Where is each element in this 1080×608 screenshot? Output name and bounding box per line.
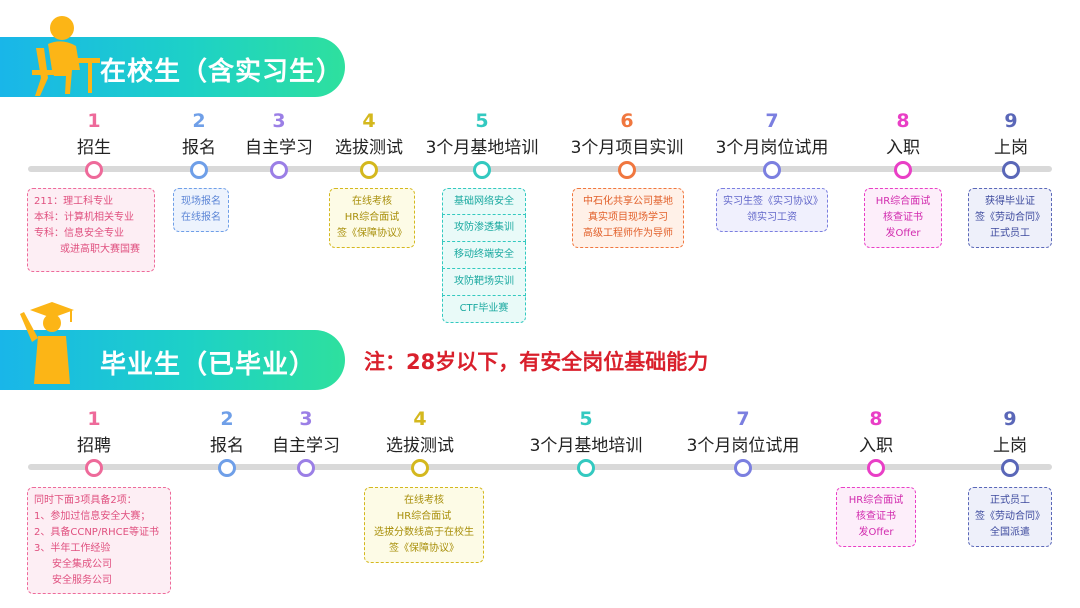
step-dot [577, 459, 595, 477]
step-number: 9 [1004, 110, 1018, 132]
step-number: 8 [869, 408, 883, 430]
training-item: 攻防渗透集训 [442, 215, 526, 242]
step-number: 3 [299, 408, 313, 430]
step-name: 入职 [859, 436, 893, 456]
step-number: 7 [736, 408, 750, 430]
graduate-icon [12, 298, 82, 392]
step-number: 4 [362, 110, 376, 132]
step-dot [85, 459, 103, 477]
detail-box-on-post: 获得毕业证 签《劳动合同》 正式员工 [968, 188, 1052, 248]
detail-box-signup: 现场报名 在线报名 [173, 188, 229, 232]
step-name: 入职 [886, 138, 920, 158]
detail-box-project-training: 中石化共享公司基地 真实项目现场学习 高级工程师作为导师 [572, 188, 684, 248]
detail-box-selection-test-graduates: 在线考核 HR综合面试 选拔分数线高于在校生 签《保障协议》 [364, 487, 484, 563]
detail-box-trial: 实习生签《实习协议》 领实习工资 [716, 188, 828, 232]
step-name: 3个月基地培训 [425, 138, 539, 158]
step-dot [190, 161, 208, 179]
step-number: 1 [87, 408, 101, 430]
step-number: 1 [87, 110, 101, 132]
training-item: CTF毕业赛 [442, 296, 526, 323]
step-dot [85, 161, 103, 179]
timeline-track-graduates [28, 464, 1052, 470]
training-item: 攻防靶场实训 [442, 269, 526, 296]
step-dot [297, 459, 315, 477]
step-number: 5 [475, 110, 489, 132]
detail-stack-base-training: 基础网络安全 攻防渗透集训 移动终端安全 攻防靶场实训 CTF毕业赛 [442, 188, 526, 323]
student-at-desk-icon [22, 8, 104, 102]
step-name: 3个月岗位试用 [686, 436, 800, 456]
timeline-track-students [28, 166, 1052, 172]
step-name: 选拔测试 [386, 436, 454, 456]
step-dot [1002, 161, 1020, 179]
step-dot [360, 161, 378, 179]
step-name: 报名 [182, 138, 216, 158]
step-dot [894, 161, 912, 179]
step-name: 选拔测试 [335, 138, 403, 158]
step-name: 自主学习 [245, 138, 313, 158]
step-dot [1001, 459, 1019, 477]
step-number: 8 [896, 110, 910, 132]
step-number: 7 [765, 110, 779, 132]
section-title-graduates: 毕业生（已毕业） [100, 350, 317, 380]
step-name: 报名 [210, 436, 244, 456]
step-number: 6 [620, 110, 634, 132]
detail-box-on-post-graduates: 正式员工 签《劳动合同》 全国派遣 [968, 487, 1052, 547]
detail-box-selection-test: 在线考核 HR综合面试 签《保障协议》 [329, 188, 415, 248]
detail-box-onboarding: HR综合面试 核查证书 发Offer [864, 188, 942, 248]
step-name: 自主学习 [272, 436, 340, 456]
step-number: 9 [1003, 408, 1017, 430]
step-dot [734, 459, 752, 477]
step-dot [411, 459, 429, 477]
requirement-note: 注：28岁以下，有安全岗位基础能力 [364, 350, 709, 374]
step-dot [867, 459, 885, 477]
detail-box-enrollment: 211：理工科专业 本科：计算机相关专业 专科：信息安全专业 或进高职大赛国赛 [27, 188, 155, 272]
step-dot [763, 161, 781, 179]
step-number: 2 [192, 110, 206, 132]
training-item: 基础网络安全 [442, 188, 526, 215]
step-name: 3个月岗位试用 [715, 138, 829, 158]
step-name: 3个月基地培训 [529, 436, 643, 456]
step-number: 5 [579, 408, 593, 430]
detail-box-onboarding-graduates: HR综合面试 核查证书 发Offer [836, 487, 916, 547]
training-item: 移动终端安全 [442, 242, 526, 269]
step-dot [218, 459, 236, 477]
step-name: 招聘 [77, 436, 111, 456]
detail-box-recruitment: 同时下面3项具备2项： 1、参加过信息安全大赛； 2、具备CCNP/RHCE等证… [27, 487, 171, 594]
section-title-students: 在校生（含实习生） [100, 57, 344, 87]
step-name: 上岗 [993, 436, 1027, 456]
step-name: 3个月项目实训 [570, 138, 684, 158]
step-number: 3 [272, 110, 286, 132]
step-name: 上岗 [994, 138, 1028, 158]
step-number: 2 [220, 408, 234, 430]
step-name: 招生 [77, 138, 111, 158]
step-number: 4 [413, 408, 427, 430]
step-dot [270, 161, 288, 179]
step-dot [618, 161, 636, 179]
step-dot [473, 161, 491, 179]
